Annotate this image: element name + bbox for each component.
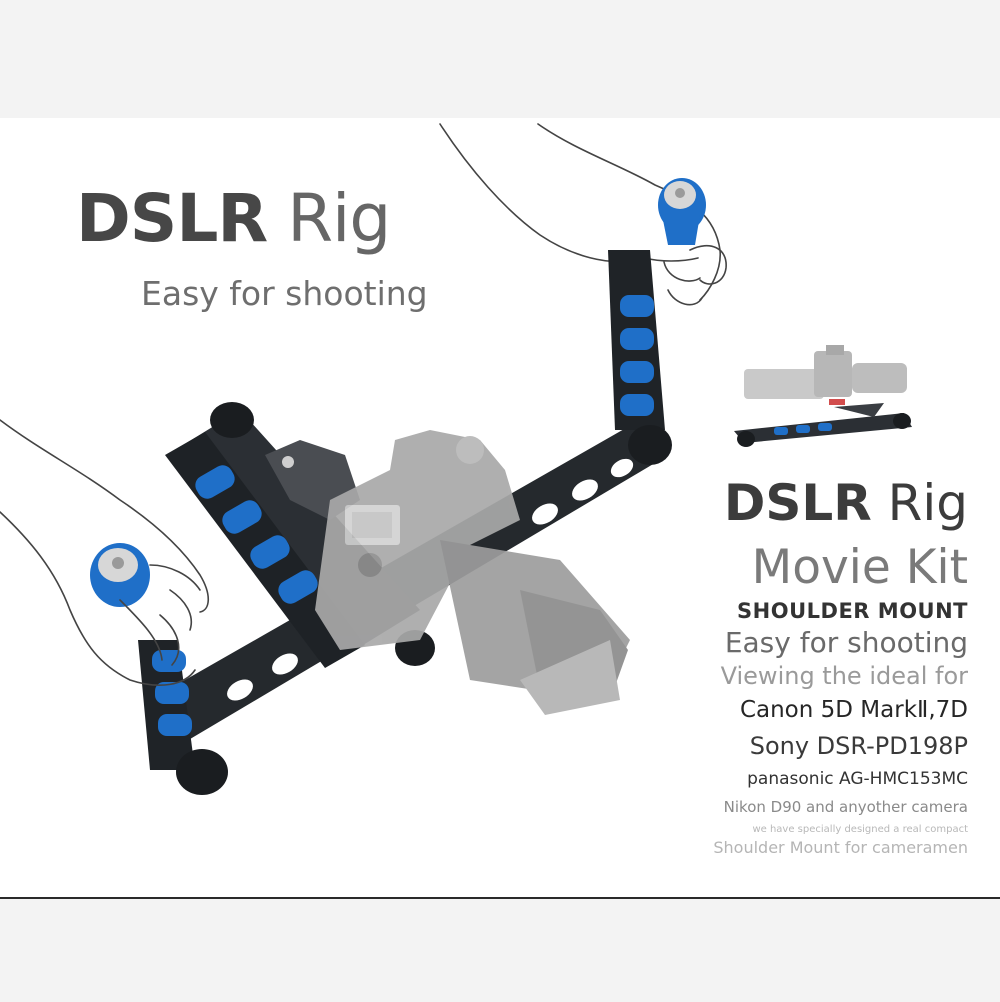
headline-subtitle: Easy for shooting [141, 274, 428, 313]
spec-mount: SHOULDER MOUNT [737, 599, 968, 623]
spec-subtitle: Movie Kit [751, 540, 968, 595]
spec-title-light: Rig [887, 474, 968, 532]
spec-sony: Sony DSR-PD198P [749, 732, 968, 760]
spec-canon: Canon 5D MarkⅡ,7D [739, 697, 968, 723]
product-thumbnail [734, 345, 912, 447]
spec-title: DSLR Rig [0, 474, 968, 532]
headline-bold: DSLR [76, 180, 268, 257]
spec-easy: Easy for shooting [724, 626, 968, 659]
rig-illustration [0, 123, 727, 795]
spec-viewing: Viewing the ideal for [720, 662, 968, 690]
camera-illustration [315, 430, 630, 715]
spec-nikon: Nikon D90 and anyother camera [723, 798, 968, 816]
spec-note-2: Shoulder Mount for cameramen [713, 838, 968, 857]
spec-note: we have specially designed a real compac… [752, 824, 968, 835]
left-hand-sketch [0, 419, 210, 686]
spec-panasonic: panasonic AG-HMC153MC [747, 769, 968, 789]
headline: DSLR Rig [76, 186, 391, 252]
headline-light: Rig [287, 180, 391, 257]
bottom-band [0, 897, 1000, 1002]
spec-title-bold: DSLR [723, 474, 872, 532]
top-band [0, 0, 1000, 118]
